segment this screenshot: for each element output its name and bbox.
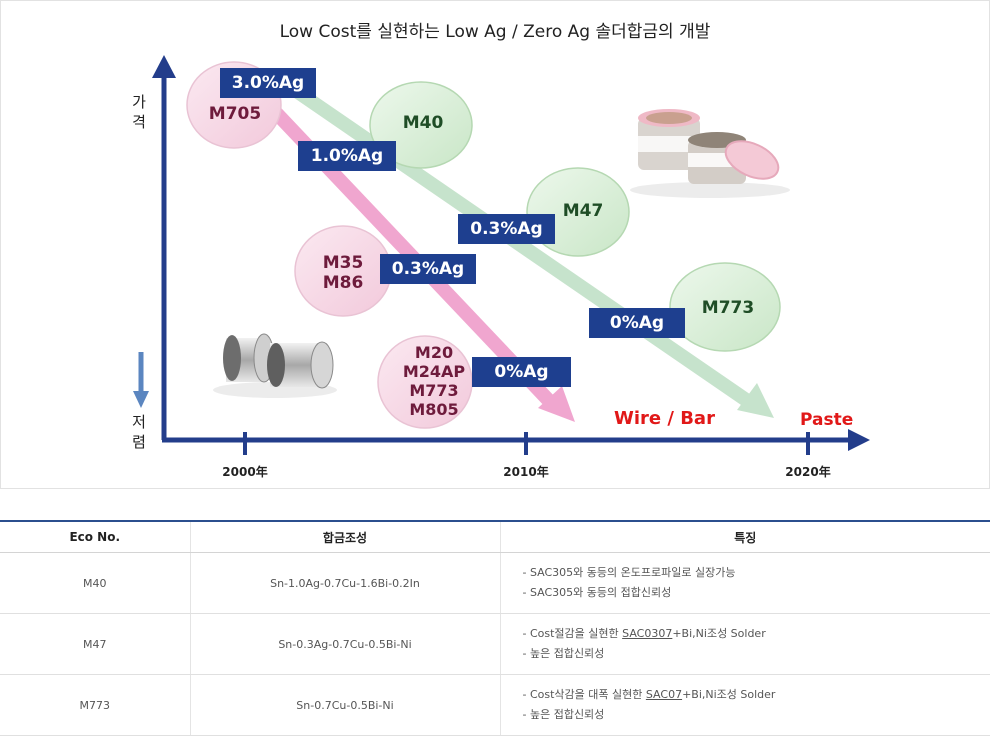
bubble-m773-lower-label: M773 — [409, 381, 459, 400]
cell-alloy: Sn-0.7Cu-0.5Bi-Ni — [190, 674, 501, 736]
cell-eco-no: M47 — [0, 613, 191, 675]
bubble-m20-group-text: M20 M24AP M773 M805 — [384, 343, 484, 419]
bubble-m40-text: M40 — [388, 113, 458, 133]
bubble-m24ap-label: M24AP — [402, 362, 466, 381]
bubble-m35-m86-text: M35 M86 — [308, 253, 378, 293]
y-label-low-char-1: 저 — [132, 413, 146, 431]
feature-text: - Cost삭감을 대폭 실현한 — [522, 688, 646, 701]
wire-bar-label: Wire / Bar — [614, 408, 715, 429]
solder-paste-jars-image — [630, 109, 790, 198]
cell-features: - SAC305와 동등의 온도프로파일로 실장가능 - SAC305와 동등의… — [500, 552, 990, 614]
cell-features: - Cost삭감을 대폭 실현한 SAC07+Bi,Ni조성 Solder - … — [500, 674, 990, 736]
solder-wire-spools-image — [213, 333, 337, 398]
feature-text: - 높은 접합신뢰성 — [522, 708, 605, 721]
y-label-high-char-2: 격 — [132, 113, 146, 131]
x-axis — [162, 429, 870, 455]
table-row: M40 Sn-1.0Ag-0.7Cu-1.6Bi-0.2In - SAC305와… — [0, 552, 990, 614]
feature-text: - Cost절감을 실현한 — [522, 627, 623, 640]
bubble-m773 — [669, 262, 781, 352]
feature-line: - Cost삭감을 대폭 실현한 SAC07+Bi,Ni조성 Solder — [523, 685, 990, 705]
bubble-m773-label: M773 — [701, 298, 755, 318]
table-row: M47 Sn-0.3Ag-0.7Cu-0.5Bi-Ni - Cost절감을 실현… — [0, 613, 990, 675]
bubble-m20-label: M20 — [414, 343, 454, 362]
header-eco-no: Eco No. — [0, 521, 191, 553]
y-label-high-price: 가 격 — [129, 92, 149, 132]
y-label-high-char-1: 가 — [132, 93, 146, 111]
ag-label-3-0: 3.0%Ag — [220, 68, 316, 98]
cell-alloy: Sn-1.0Ag-0.7Cu-1.6Bi-0.2In — [190, 552, 501, 614]
feature-text: - 높은 접합신뢰성 — [522, 647, 605, 660]
feature-line: - SAC305와 동등의 온도프로파일로 실장가능 — [523, 563, 990, 583]
feature-text-suffix: +Bi,Ni조성 Solder — [682, 688, 776, 701]
sac0307-link[interactable]: SAC0307 — [622, 627, 673, 640]
bubble-m47-text: M47 — [548, 201, 618, 221]
price-down-arrow — [133, 352, 149, 408]
ag-label-0-lower: 0%Ag — [472, 357, 571, 387]
paste-label: Paste — [800, 410, 854, 430]
bubble-m805-label: M805 — [409, 400, 459, 419]
green-trend-arrow — [288, 82, 774, 418]
feature-line: - 높은 접합신뢰성 — [523, 705, 990, 725]
feature-text-suffix: +Bi,Ni조성 Solder — [672, 627, 766, 640]
x-tick-2010: 2010年 — [503, 465, 549, 479]
cell-alloy: Sn-0.3Ag-0.7Cu-0.5Bi-Ni — [190, 613, 501, 675]
cost-roadmap-diagram — [133, 55, 870, 455]
ag-label-1-0: 1.0%Ag — [298, 141, 396, 171]
y-label-low-char-2: 렴 — [132, 433, 146, 451]
x-tick-2020: 2020年 — [785, 465, 831, 479]
feature-line: - Cost절감을 실현한 SAC0307+Bi,Ni조성 Solder — [523, 624, 990, 644]
cell-features: - Cost절감을 실현한 SAC0307+Bi,Ni조성 Solder - 높… — [500, 613, 990, 675]
ag-label-0-3-upper: 0.3%Ag — [458, 214, 555, 244]
x-tick-2000: 2000年 — [222, 465, 268, 479]
table-header-row: Eco No. 합금조성 특징 — [0, 521, 990, 553]
ag-label-0-3-lower: 0.3%Ag — [380, 254, 476, 284]
bubble-m40-label: M40 — [402, 113, 444, 133]
feature-text: - SAC305와 동등의 온도프로파일로 실장가능 — [522, 566, 736, 579]
y-axis — [152, 55, 176, 440]
alloy-spec-table: Eco No. 합금조성 특징 M40 Sn-1.0Ag-0.7Cu-1.6Bi… — [0, 520, 990, 736]
bubble-m47-label: M47 — [562, 201, 604, 221]
header-features: 특징 — [500, 521, 990, 553]
bubble-m705-text: M705 — [200, 104, 270, 124]
feature-line: - SAC305와 동등의 접합신뢰성 — [523, 583, 990, 603]
bubble-m705-label: M705 — [208, 104, 262, 124]
table-row: M773 Sn-0.7Cu-0.5Bi-Ni - Cost삭감을 대폭 실현한 … — [0, 674, 990, 736]
bubble-m86-label: M86 — [322, 273, 364, 293]
y-label-low-price: 저 렴 — [129, 412, 149, 452]
bubble-m35-label: M35 — [322, 253, 364, 273]
cell-eco-no: M40 — [0, 552, 191, 614]
feature-text: - SAC305와 동등의 접합신뢰성 — [522, 586, 672, 599]
diagram-title: Low Cost를 실현하는 Low Ag / Zero Ag 솔더합금의 개발 — [279, 22, 711, 42]
cell-eco-no: M773 — [0, 674, 191, 736]
feature-line: - 높은 접합신뢰성 — [523, 644, 990, 664]
bubble-m773-text: M773 — [688, 298, 768, 318]
ag-label-0-right: 0%Ag — [589, 308, 685, 338]
sac07-link[interactable]: SAC07 — [645, 688, 683, 701]
header-alloy-composition: 합금조성 — [190, 521, 501, 553]
